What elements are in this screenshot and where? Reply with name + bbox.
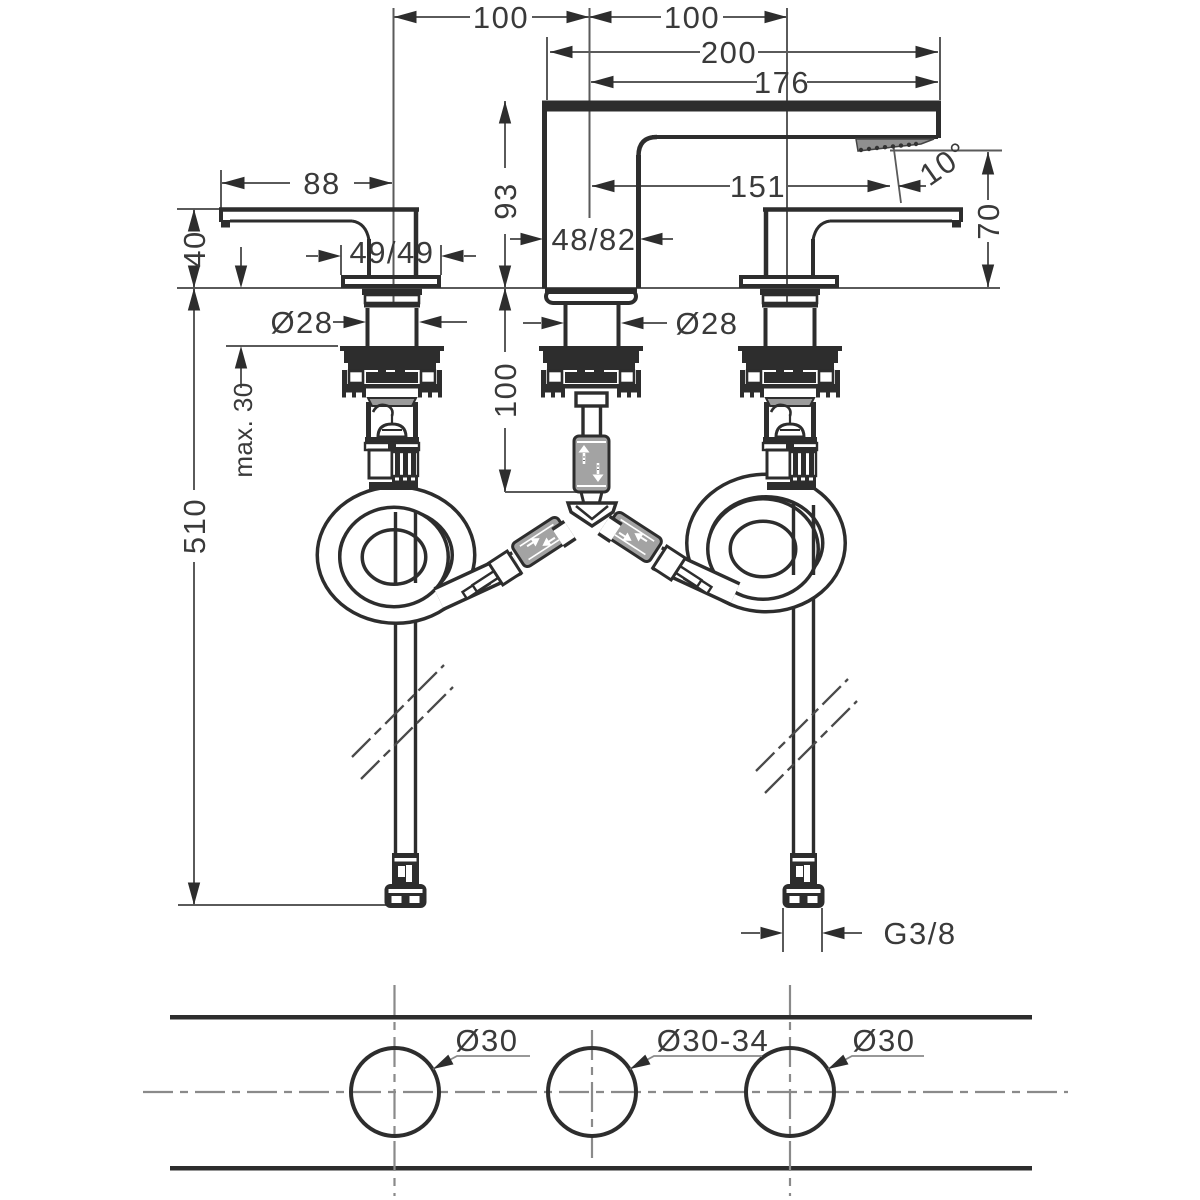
svg-text:Ø28: Ø28 <box>270 305 333 340</box>
svg-text:Ø30: Ø30 <box>455 1023 518 1058</box>
svg-text:40: 40 <box>177 230 212 267</box>
svg-text:G3/8: G3/8 <box>883 916 956 951</box>
svg-text:Ø30: Ø30 <box>852 1023 915 1058</box>
svg-text:100: 100 <box>664 0 720 35</box>
svg-text:88: 88 <box>303 166 340 201</box>
svg-text:Ø28: Ø28 <box>675 306 738 341</box>
svg-text:48/82: 48/82 <box>551 222 636 257</box>
svg-text:max. 30: max. 30 <box>228 382 258 477</box>
svg-text:Ø30-34: Ø30-34 <box>657 1023 769 1058</box>
svg-text:176: 176 <box>754 65 810 100</box>
svg-text:151: 151 <box>730 169 786 204</box>
svg-text:70: 70 <box>971 202 1006 239</box>
svg-text:49/49: 49/49 <box>349 235 434 270</box>
svg-text:100: 100 <box>488 362 523 418</box>
svg-text:93: 93 <box>488 182 523 219</box>
svg-text:200: 200 <box>701 35 757 70</box>
svg-text:100: 100 <box>473 0 529 35</box>
svg-text:510: 510 <box>177 498 212 554</box>
